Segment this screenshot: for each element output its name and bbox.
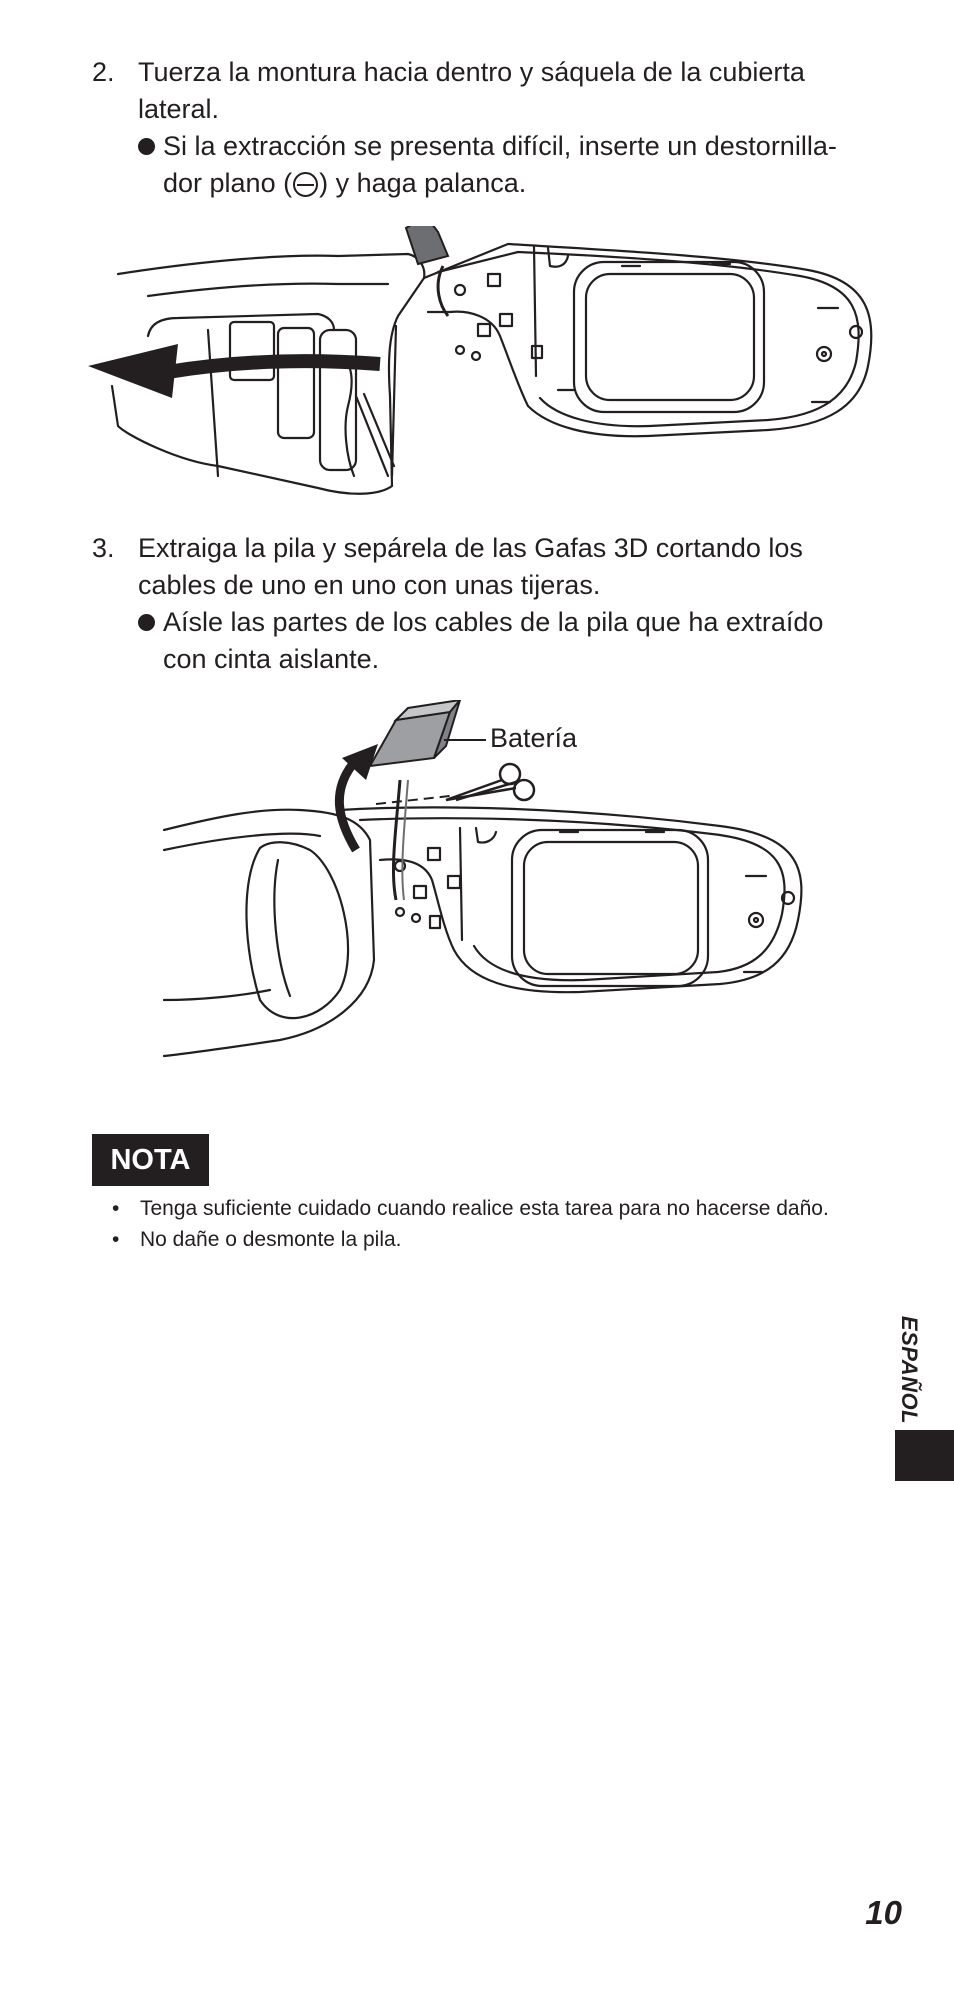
step-bullet: Aísle las partes de los cables de la pil… [138,604,882,678]
note-item: Tenga suficiente cuidado cuando realice … [112,1194,902,1223]
battery-label: Batería [490,723,578,753]
language-tab-label: ESPAÑOL [897,1315,922,1425]
frame-removal-illustration [88,226,873,495]
step-number: 3. [92,533,115,563]
note-heading: NOTA [92,1134,209,1186]
flat-screwdriver-icon [293,172,319,197]
bullet-dot-icon [138,138,155,155]
step-2: 2. Tuerza la montura hacia dentro y sáqu… [92,54,882,202]
note-list: Tenga suficiente cuidado cuando realice … [112,1194,902,1256]
bullet-dot-icon [138,614,155,631]
language-tab-marker [895,1430,954,1481]
step-3: 3. Extraiga la pila y sepárela de las Ga… [92,530,882,678]
note-item: No dañe o desmonte la pila. [112,1225,902,1254]
page-number: 10 [865,1894,902,1931]
battery-removal-illustration [162,700,803,1058]
step-text: Tuerza la montura hacia dentro y sáquela… [138,57,805,124]
step-bullet: Si la extracción se presenta difícil, in… [138,128,882,202]
step-number: 2. [92,57,115,87]
step-text: Extraiga la pila y sepárela de las Gafas… [138,533,803,600]
